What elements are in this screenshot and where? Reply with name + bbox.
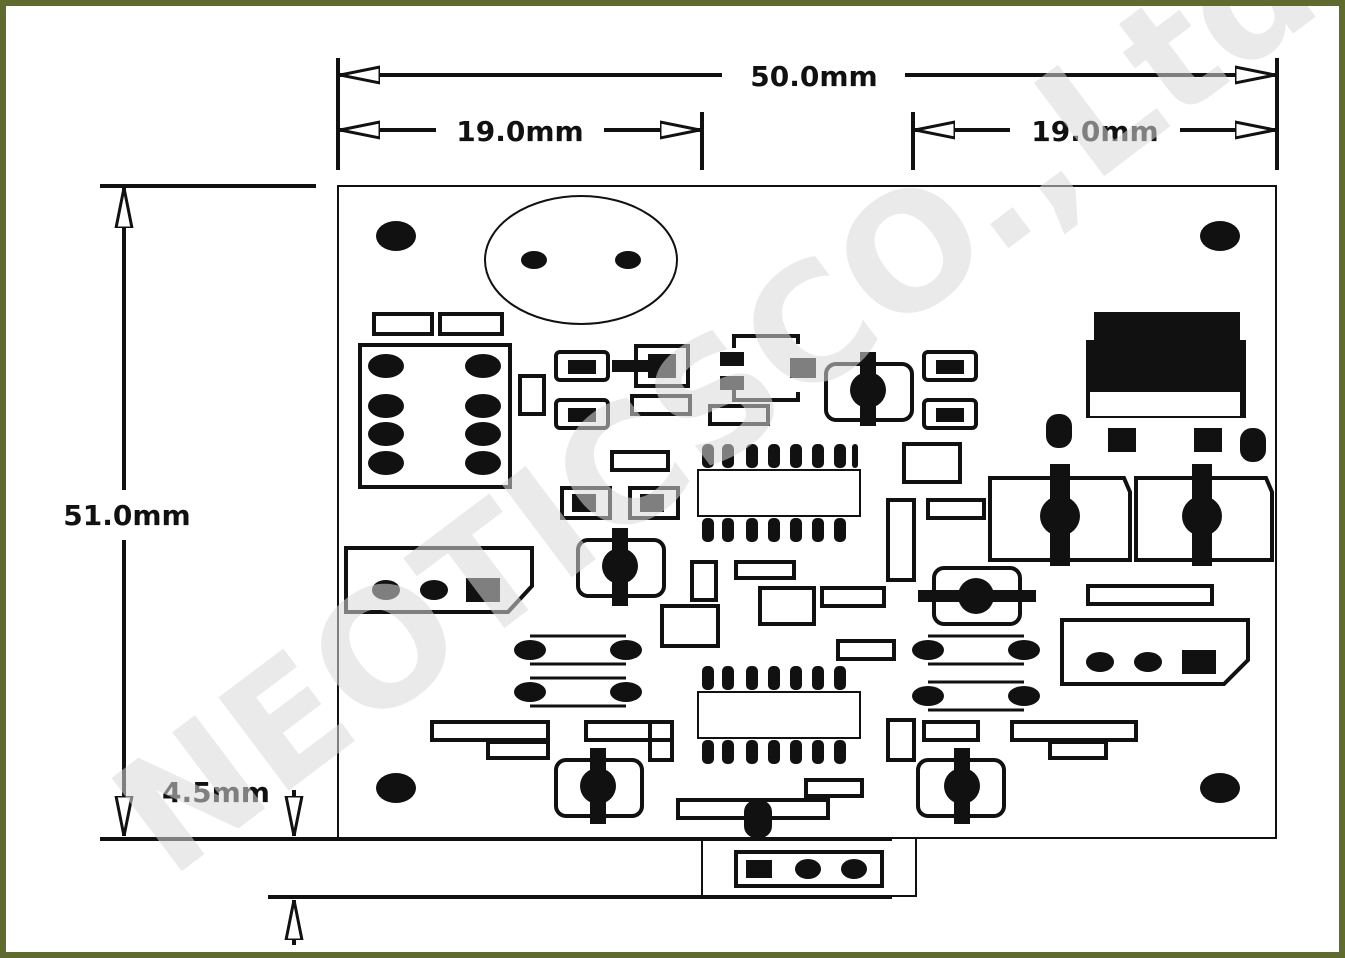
connector-bottom [734,850,884,888]
dip-header-left [358,343,512,489]
mounting-holes [376,221,1240,803]
dim-total-width-label: 50.0mm [750,60,877,93]
watermark-text: NEOTICSCO.,Ltd [80,6,1339,910]
ic-lower [697,666,861,764]
connector-right [1060,618,1250,686]
smd-pads [372,312,1214,820]
dim-connector-offset-label: 4.5mm [162,776,270,809]
pcb-dimension-drawing: 50.0mm 19.0mm 19.0mm 51.0mm 4.5mm [63,6,1339,945]
dim-height-label: 51.0mm [63,499,190,532]
connector-left [344,546,534,614]
large-pots [988,464,1274,566]
dim-left-offset-label: 19.0mm [456,115,583,148]
round-component [484,195,678,325]
ic-upper [697,444,861,542]
inductor-lines [530,634,1024,712]
transistor-fill [568,352,964,512]
trimmer-pot-centers [580,352,1036,824]
voltage-regulator [1046,312,1266,462]
dim-right-offset-label: 19.0mm [1031,115,1158,148]
inductors [514,640,1040,838]
pcb-board [337,185,1277,897]
